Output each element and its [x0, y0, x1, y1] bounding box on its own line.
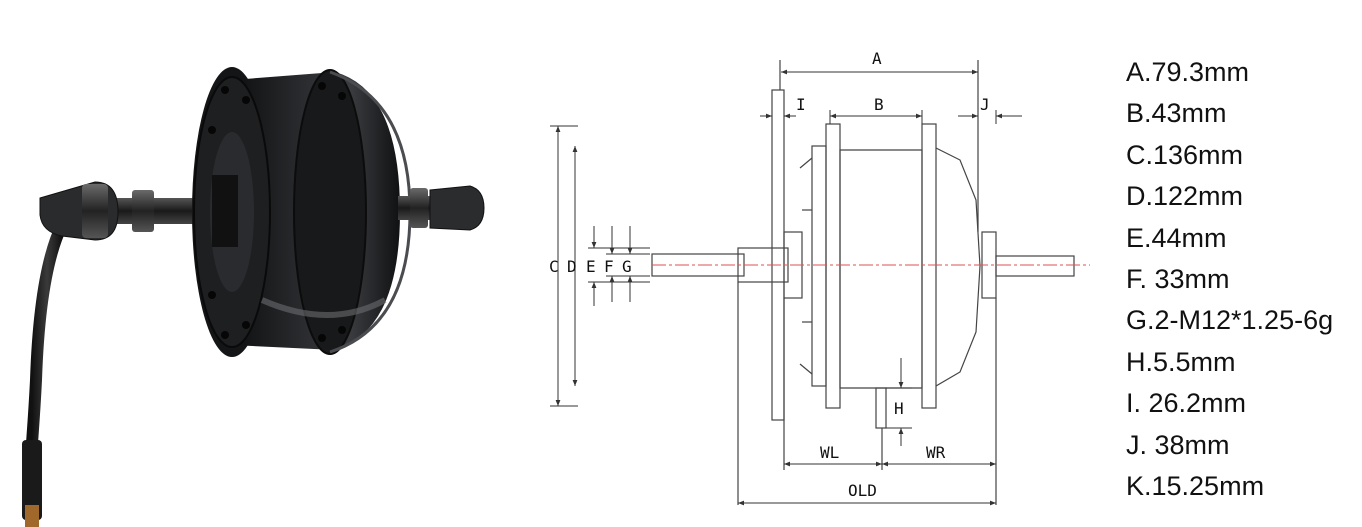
spec-item-k: K.15.25mm — [1126, 471, 1265, 502]
dim-label-c: C — [549, 257, 559, 276]
dimension-lines — [550, 69, 1022, 506]
spec-item-e: E.44mm — [1126, 222, 1227, 253]
dim-label-j: J — [980, 95, 990, 114]
dim-label-wr: WR — [926, 443, 946, 462]
dim-label-wl: WL — [820, 443, 839, 462]
front-flange — [293, 69, 367, 355]
dim-label-a: A — [872, 49, 882, 68]
spec-item-d: D.122mm — [1126, 181, 1244, 212]
spec-item-h: H.5.5mm — [1126, 346, 1236, 377]
dim-label-i: I — [796, 95, 806, 114]
hub-motor-photo — [22, 67, 485, 527]
dim-label-h: H — [894, 399, 904, 418]
cable-connector — [22, 440, 42, 520]
spec-item-c: C.136mm — [1126, 139, 1244, 170]
spec-item-a: A.79.3mm — [1126, 57, 1250, 87]
spec-item-j: J. 38mm — [1126, 429, 1230, 460]
dimension-labels: A B I J C D E F G H WL WR OLD — [549, 49, 990, 500]
motor-cable — [26, 219, 68, 451]
dim-label-old: OLD — [848, 481, 877, 500]
axle-nut-icon — [429, 185, 485, 231]
dim-label-g: G — [622, 257, 632, 276]
hub-motor-illustration — [22, 67, 485, 527]
spec-item-b: B.43mm — [1126, 98, 1227, 129]
spec-item-i: I. 26.2mm — [1126, 388, 1247, 419]
dim-label-e: E — [586, 257, 596, 276]
dim-label-d: D — [567, 257, 577, 276]
spec-list: A.79.3mm B.43mm C.136mm D.122mm E.44mm F… — [1126, 52, 1333, 507]
dim-label-f: F — [604, 257, 614, 276]
motor-outline — [651, 60, 1075, 505]
spec-item-g: G.2-M12*1.25-6g — [1126, 305, 1334, 336]
spec-item-f: F. 33mm — [1126, 264, 1230, 295]
spoke-holes — [208, 82, 346, 342]
dimension-drawing: A B I J C D E F G H WL WR OLD — [549, 49, 1090, 506]
dim-label-b: B — [874, 95, 884, 114]
